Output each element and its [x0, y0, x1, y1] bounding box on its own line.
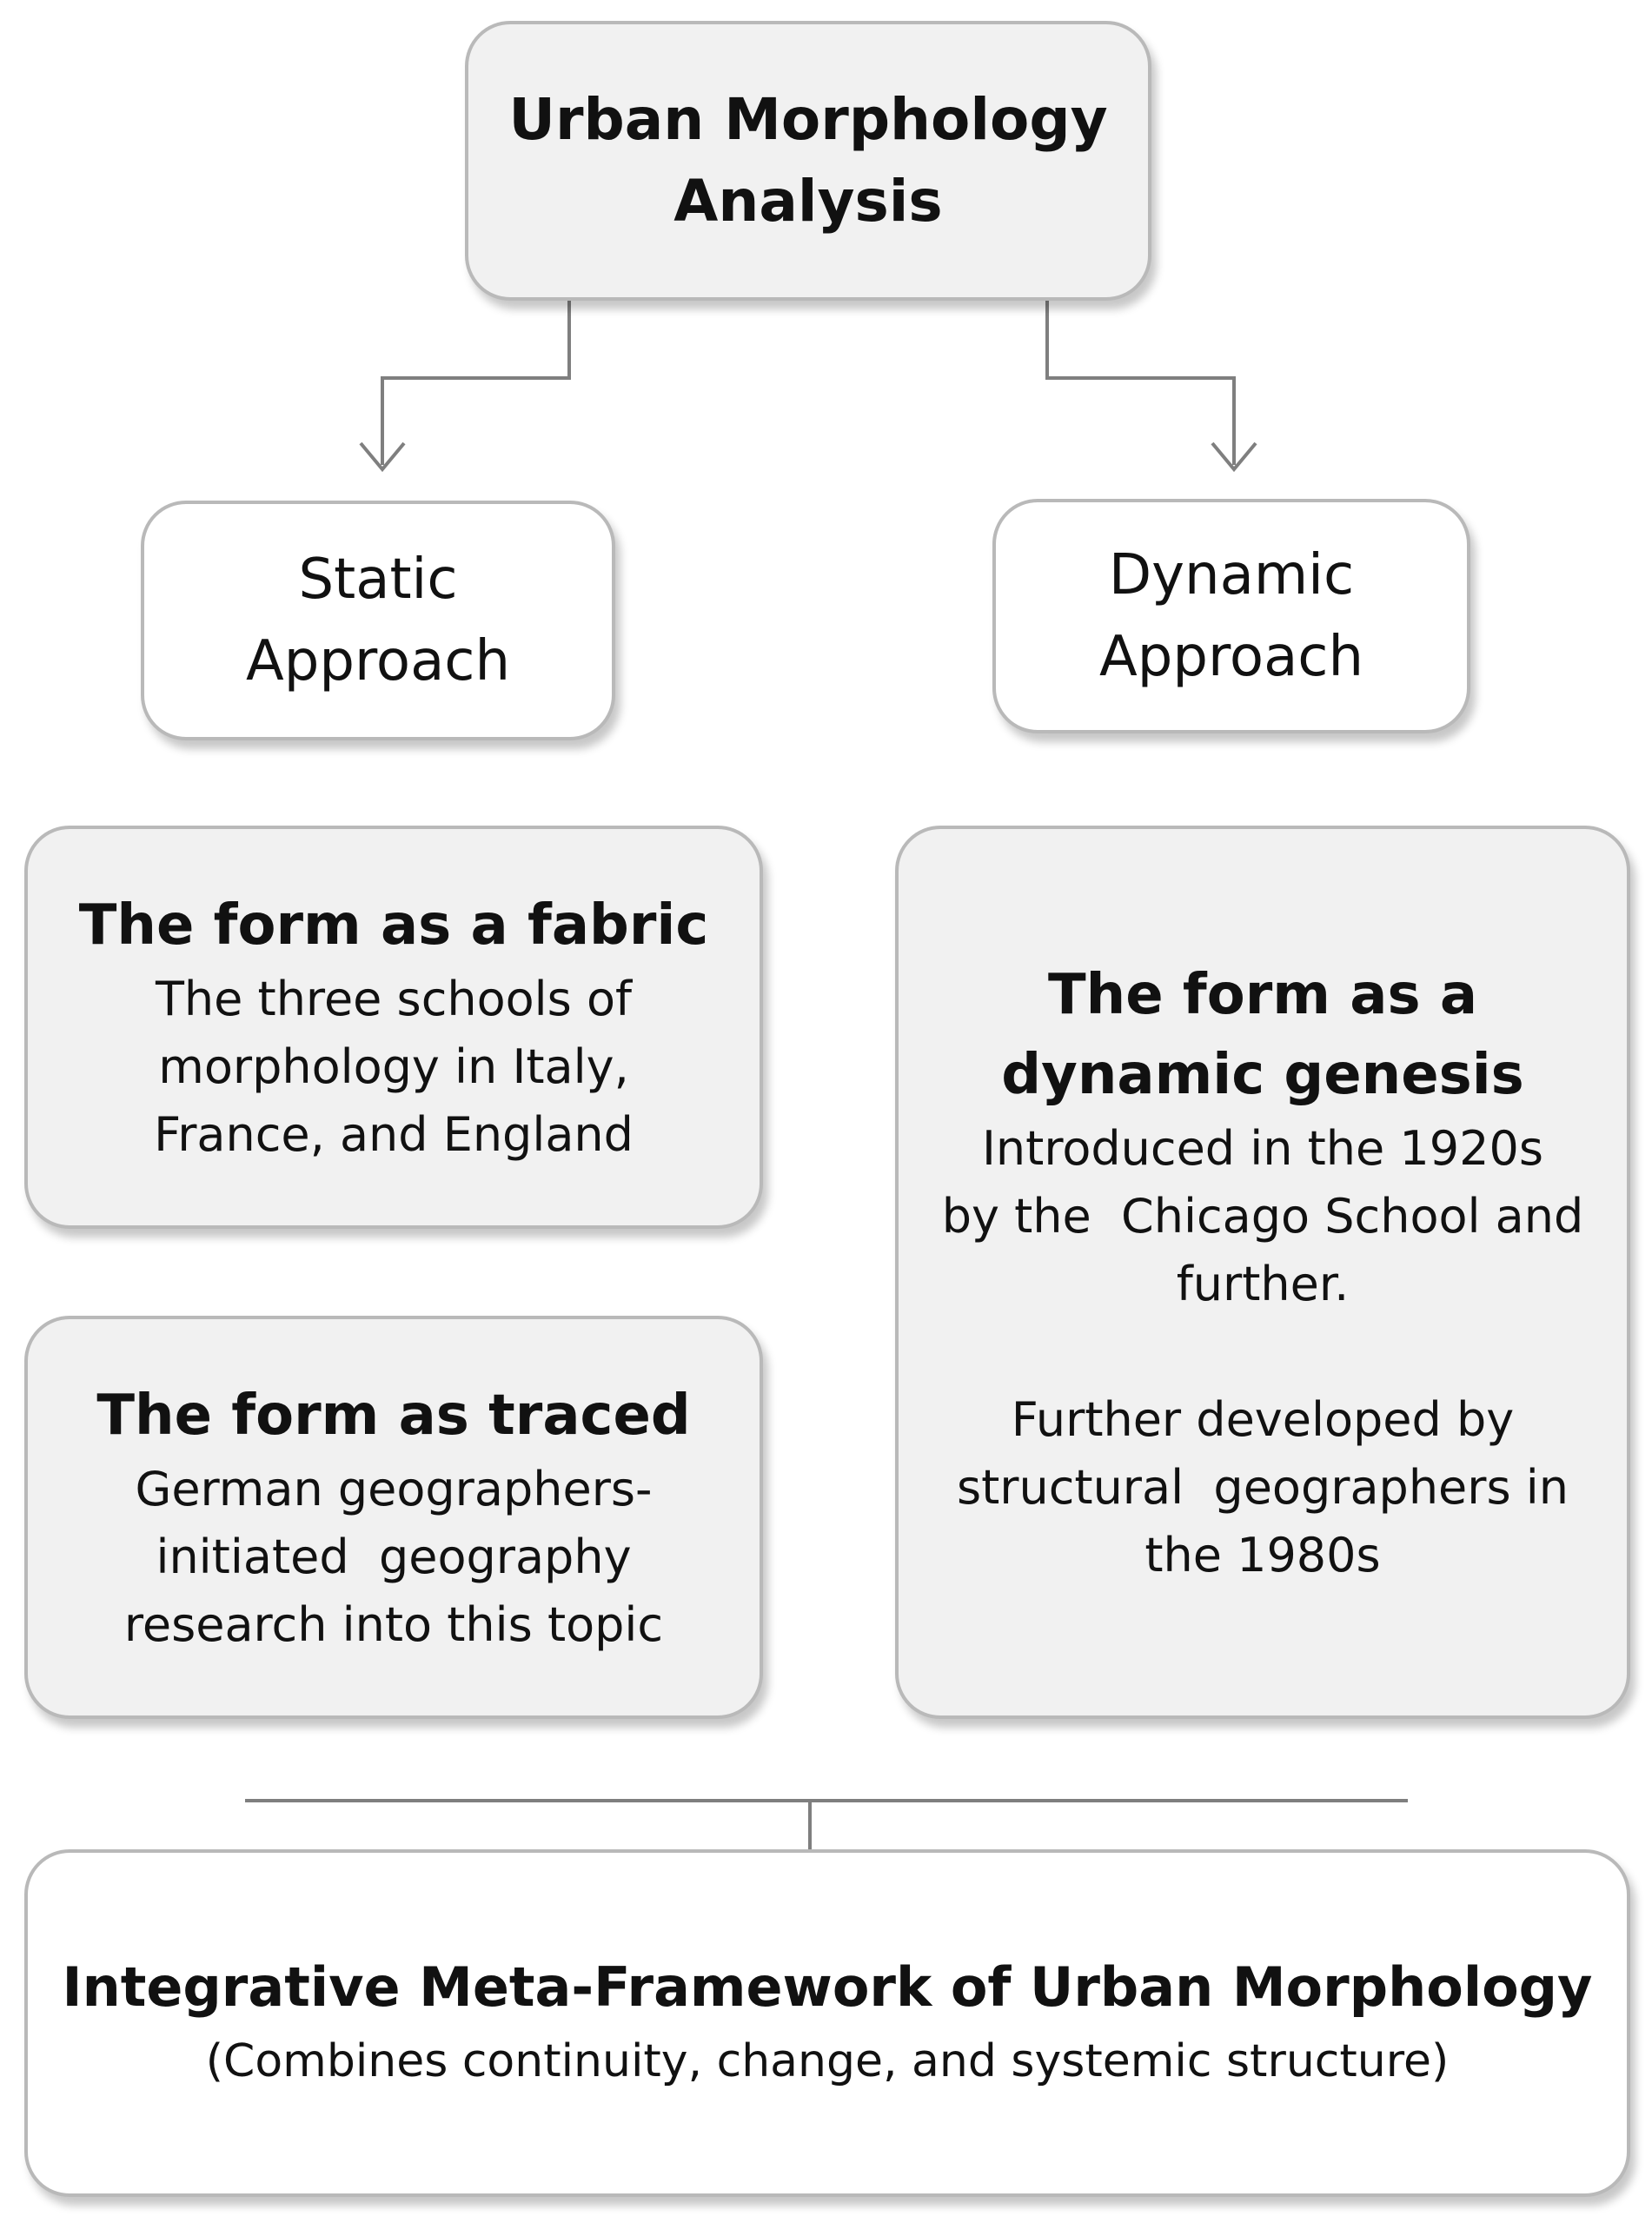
- dynamic-approach-line-2: Approach: [1098, 625, 1364, 689]
- traced-body-line-1: German geographers-: [135, 1462, 653, 1516]
- connector-root-to-static: [381, 280, 571, 465]
- traced-title: The form as traced: [96, 1384, 691, 1448]
- meta-subtitle: (Combines continuity, change, and system…: [205, 2035, 1450, 2087]
- arrowhead-static: [359, 441, 406, 473]
- root-node-urban-morphology-analysis: Urban Morphology Analysis: [465, 21, 1151, 301]
- form-as-traced-node: The form as traced German geographers- i…: [24, 1316, 763, 1719]
- genesis-title-line-1: The form as a: [1048, 963, 1477, 1027]
- root-title-line-2: Analysis: [673, 168, 943, 235]
- arrowhead-dynamic: [1211, 441, 1257, 473]
- genesis-body-line-2: by the Chicago School and: [941, 1189, 1584, 1244]
- form-as-fabric-node: The form as a fabric The three schools o…: [24, 826, 763, 1229]
- static-approach-node: Static Approach: [141, 501, 615, 740]
- dynamic-approach-node: Dynamic Approach: [992, 499, 1470, 733]
- genesis-body2-line-2: structural geographers in: [956, 1460, 1569, 1515]
- dynamic-approach-line-1: Dynamic: [1108, 543, 1355, 607]
- genesis-body2-line-1: Further developed by: [1011, 1392, 1515, 1447]
- meta-title: Integrative Meta-Framework of Urban Morp…: [62, 1955, 1593, 2019]
- fabric-body-line-1: The three schools of: [155, 972, 633, 1026]
- static-approach-line-1: Static: [298, 547, 458, 612]
- connector-root-to-dynamic: [1045, 280, 1236, 465]
- integrative-meta-framework-node: Integrative Meta-Framework of Urban Morp…: [24, 1849, 1630, 2197]
- root-title-line-1: Urban Morphology: [508, 86, 1108, 153]
- genesis-body-line-1: Introduced in the 1920s: [982, 1121, 1543, 1176]
- fabric-body-line-2: morphology in Italy,: [158, 1039, 629, 1094]
- genesis-body2-line-3: the 1980s: [1144, 1528, 1381, 1583]
- static-approach-line-2: Approach: [245, 629, 511, 693]
- traced-body-line-2: initiated geography: [156, 1530, 632, 1584]
- fabric-body-line-3: France, and England: [154, 1107, 634, 1162]
- form-as-dynamic-genesis-node: The form as a dynamic genesis Introduced…: [895, 826, 1630, 1719]
- genesis-title-line-2: dynamic genesis: [1001, 1043, 1524, 1107]
- genesis-body-line-3: further.: [1176, 1257, 1350, 1311]
- traced-body-line-3: research into this topic: [123, 1597, 664, 1652]
- fabric-title: The form as a fabric: [78, 893, 709, 958]
